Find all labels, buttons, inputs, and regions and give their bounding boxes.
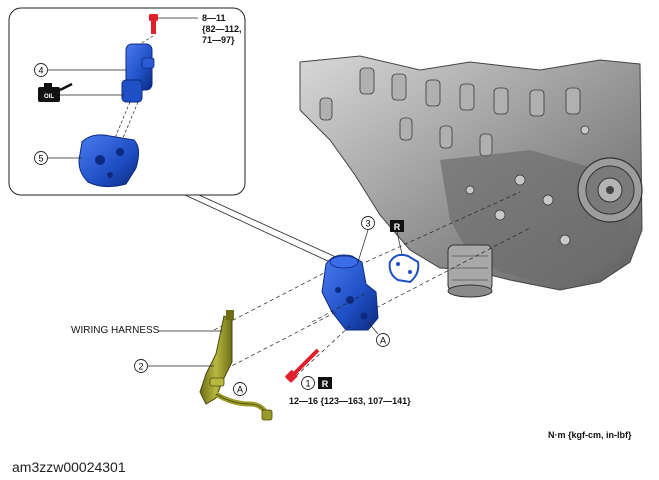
replace-badge-bolt: R xyxy=(318,377,332,389)
svg-text:A: A xyxy=(237,385,243,395)
svg-text:5: 5 xyxy=(38,154,43,164)
svg-text:R: R xyxy=(394,222,401,232)
torque-spec-line3: 71—97} xyxy=(202,35,235,45)
callout-a-top: A xyxy=(376,333,390,347)
oil-filter xyxy=(447,244,493,298)
mounting-bolt xyxy=(285,348,320,383)
gasket xyxy=(388,253,420,284)
solenoid-bolt xyxy=(149,14,158,34)
units-label: N·m {kgf-cm, in-lbf} xyxy=(548,430,632,440)
oil-control-solenoid xyxy=(121,43,155,103)
callout-5: 5 xyxy=(34,151,48,165)
torque-spec-line1: 8—11 xyxy=(202,13,226,23)
callout-1: 1 xyxy=(301,376,315,390)
solenoid-housing-detail xyxy=(78,134,140,188)
torque-spec-mounting-bolt: 12—16 {123—163, 107—141} xyxy=(289,396,411,406)
torque-spec-solenoid-bolt: 8—11 {82—112, 71—97} xyxy=(202,13,242,46)
oil-icon-label: OIL xyxy=(44,94,54,100)
callout-2: 2 xyxy=(134,359,148,373)
wiring-harness xyxy=(199,310,273,421)
oil-apply-icon: OIL xyxy=(38,82,73,102)
engine-block xyxy=(299,55,643,298)
wiring-harness-label: WIRING HARNESS xyxy=(71,325,160,336)
svg-text:2: 2 xyxy=(138,362,143,372)
svg-text:R: R xyxy=(322,379,329,389)
detail-callout-box xyxy=(8,7,339,263)
replace-badge-gasket: R xyxy=(390,220,404,232)
torque-spec-line2: {82—112, xyxy=(202,24,242,34)
svg-text:3: 3 xyxy=(365,219,370,229)
solenoid-housing xyxy=(321,254,379,331)
callout-a-bottom: A xyxy=(233,382,247,396)
svg-text:A: A xyxy=(380,336,386,346)
callout-3: 3 xyxy=(361,216,375,230)
alignment-lines xyxy=(213,191,531,377)
figure-id: am3zzw00024301 xyxy=(12,459,126,475)
svg-text:1: 1 xyxy=(305,379,310,389)
svg-text:4: 4 xyxy=(38,66,43,76)
callout-4: 4 xyxy=(34,63,48,77)
